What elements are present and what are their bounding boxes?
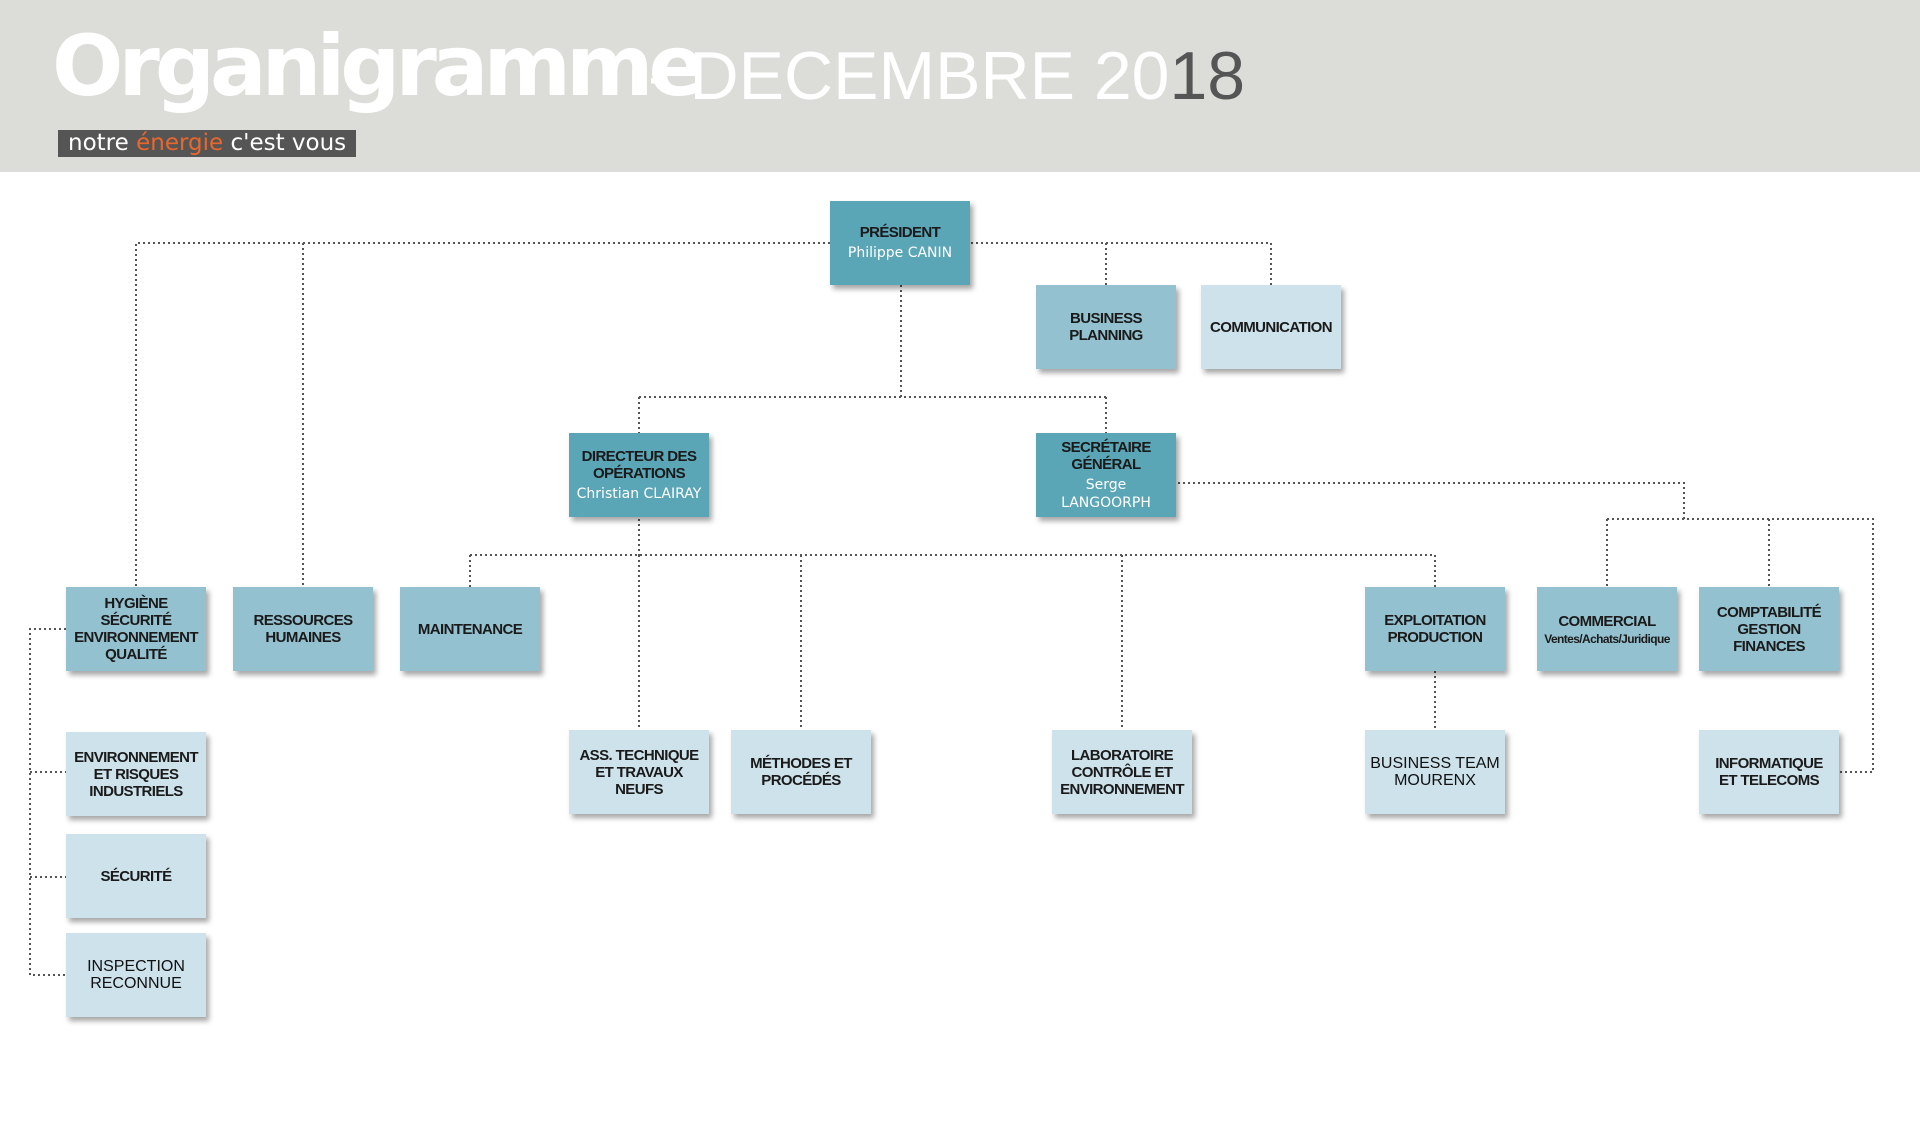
node-title: DIRECTEUR DES OPÉRATIONS [581,447,697,482]
node-title: ENVIRONNEMENT ET RISQUES INDUSTRIELS [74,748,198,800]
node-title: PRÉSIDENT [859,224,941,241]
node-communication[interactable]: COMMUNICATION [1201,285,1341,369]
node-business-planning[interactable]: BUSINESS PLANNING [1036,285,1176,369]
node-title: BUSINESS TEAM MOURENX [1370,755,1500,789]
node-laboratoire[interactable]: LABORATOIRE CONTRÔLE ET ENVIRONNEMENT [1052,730,1192,814]
node-methodes-procedes[interactable]: MÉTHODES ET PROCÉDÉS [731,730,871,814]
node-title: RESSOURCES HUMAINES [253,612,353,646]
node-title: BUSINESS PLANNING [1069,310,1143,344]
node-subtitle: Ventes/Achats/Juridique [1544,631,1670,646]
node-secretaire-general[interactable]: SECRÉTAIRE GÉNÉRAL Serge LANGOORPH [1036,433,1176,517]
node-title: COMMERCIAL [1558,612,1656,630]
node-inspection-reconnue[interactable]: INSPECTION RECONNUE [66,933,206,1017]
connector-president-directors [638,285,1107,433]
connector-secretaire-bus [1178,482,1874,773]
node-title: SÉCURITÉ [100,867,172,885]
tagline-accent: énergie [136,130,224,156]
node-business-team[interactable]: BUSINESS TEAM MOURENX [1365,730,1505,814]
node-title: COMPTABILITÉ GESTION FINANCES [1716,603,1822,655]
node-comptabilite[interactable]: COMPTABILITÉ GESTION FINANCES [1699,587,1839,671]
node-person: Serge LANGOORPH [1061,476,1151,511]
connector-president-staff-left [135,242,830,587]
tagline: notre énergie c'est vous [58,130,357,157]
node-title: HYGIÈNE SÉCURITÉ ENVIRONNEMENT QUALITÉ [74,595,198,663]
node-ressources-humaines[interactable]: RESSOURCES HUMAINES [233,587,373,671]
node-title: ASS. TECHNIQUE ET TRAVAUX NEUFS [579,746,699,798]
node-informatique[interactable]: INFORMATIQUE ET TELECOMS [1699,730,1839,814]
node-maintenance[interactable]: MAINTENANCE [400,587,540,671]
node-title: INFORMATIQUE ET TELECOMS [1715,755,1823,789]
node-title: INSPECTION RECONNUE [87,958,185,992]
tagline-after: c'est vous [223,130,347,156]
node-person: Christian CLAIRAY [576,485,702,502]
node-ass-technique[interactable]: ASS. TECHNIQUE ET TRAVAUX NEUFS [569,730,709,814]
subtitle-prefix: - DECEMBRE 20 [648,38,1170,114]
subtitle-suffix: 18 [1169,38,1246,114]
node-exploitation-production[interactable]: EXPLOITATION PRODUCTION [1365,587,1505,671]
node-title: COMMUNICATION [1210,318,1333,336]
page-subtitle: - DECEMBRE 2018 [648,42,1245,110]
connector-president-staff-right [971,242,1272,285]
node-directeur-operations[interactable]: DIRECTEUR DES OPÉRATIONS Christian CLAIR… [569,433,709,517]
node-title: SECRÉTAIRE GÉNÉRAL [1061,438,1151,473]
node-securite[interactable]: SÉCURITÉ [66,834,206,918]
node-title: LABORATOIRE CONTRÔLE ET ENVIRONNEMENT [1060,746,1184,798]
node-president[interactable]: PRÉSIDENT Philippe CANIN [830,201,970,285]
tagline-before: notre [68,130,137,156]
node-title: MAINTENANCE [417,620,523,638]
connector-hse-sub [29,628,66,976]
connector-operations-bus [469,519,1436,730]
node-environnement-risques[interactable]: ENVIRONNEMENT ET RISQUES INDUSTRIELS [66,732,206,816]
header-banner: Organigramme - DECEMBRE 2018 notre énerg… [0,0,1920,172]
node-commercial[interactable]: COMMERCIAL Ventes/Achats/Juridique [1537,587,1677,671]
node-person: Philippe CANIN [847,245,953,261]
page-title: Organigramme [52,17,706,115]
node-hse[interactable]: HYGIÈNE SÉCURITÉ ENVIRONNEMENT QUALITÉ [66,587,206,671]
node-title: EXPLOITATION PRODUCTION [1384,612,1486,646]
node-title: MÉTHODES ET PROCÉDÉS [750,755,852,789]
